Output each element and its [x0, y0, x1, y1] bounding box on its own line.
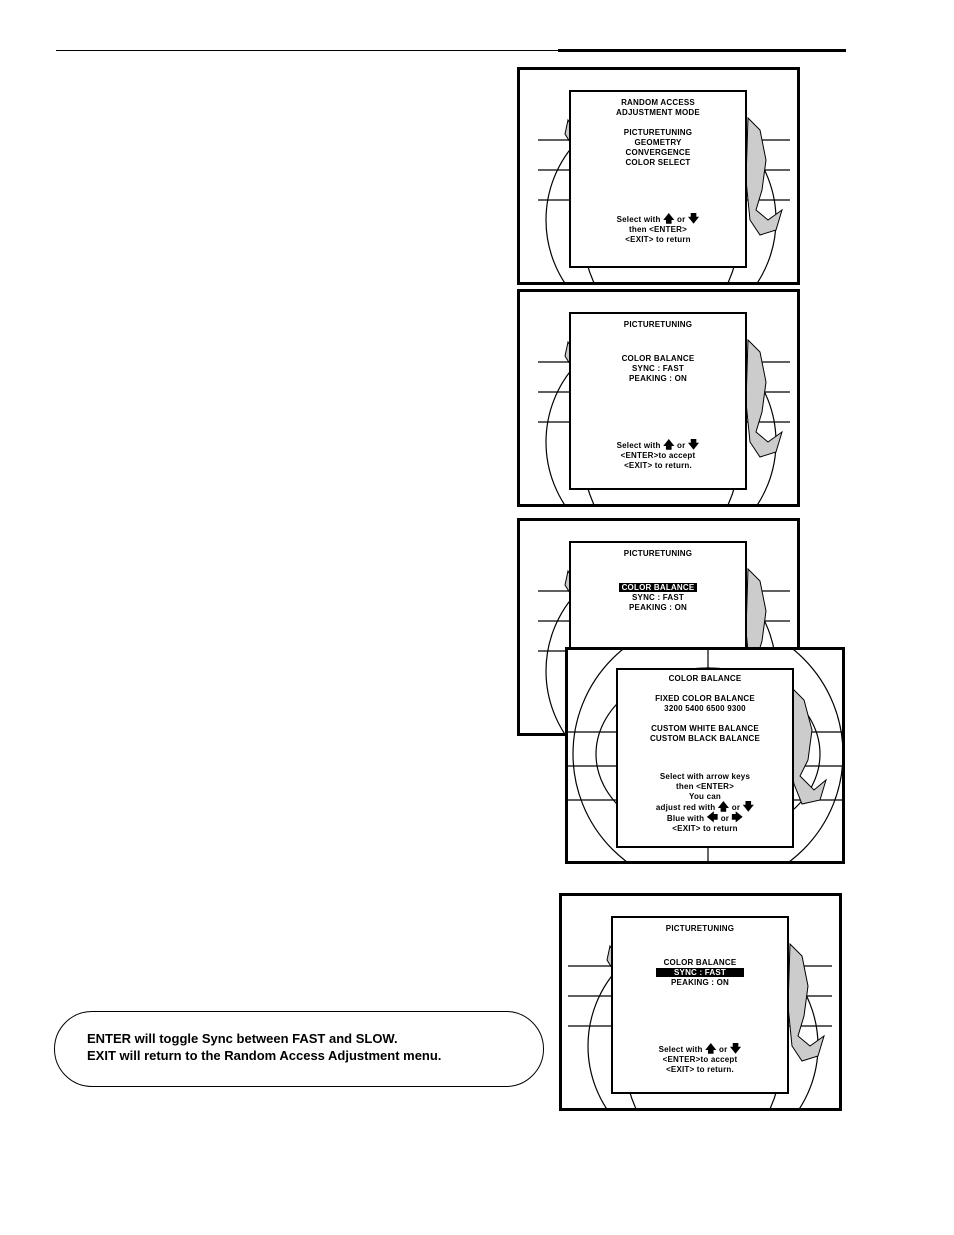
menu-item-sync[interactable]: SYNC : FAST — [613, 968, 787, 978]
menu-panel: COLOR BALANCE FIXED COLOR BALANCE 3200 5… — [616, 668, 794, 848]
arrow-right-icon: 🡆 — [731, 812, 744, 824]
menu-item-picturetuning[interactable]: PICTURETUNING — [623, 128, 693, 137]
menu-title: COLOR BALANCE — [668, 674, 742, 683]
menu-title: RANDOM ACCESS — [621, 98, 695, 107]
arrow-up-icon: 🡅 — [717, 801, 730, 813]
menu-hint: <EXIT> to return — [625, 235, 691, 244]
menu-panel: PICTURETUNING COLOR BALANCE SYNC : FAST … — [611, 916, 789, 1094]
menu-hint: Select with 🡅 or 🡇 — [616, 439, 700, 451]
menu-item-sync[interactable]: SYNC : FAST — [632, 364, 684, 373]
menu-item-fixed-color-balance[interactable]: FIXED COLOR BALANCE — [655, 694, 755, 703]
continent-shape — [745, 116, 783, 236]
menu-item-peaking[interactable]: PEAKING : ON — [629, 374, 687, 383]
menu-hint: Select with 🡅 or 🡇 — [616, 213, 700, 225]
menu-title: ADJUSTMENT MODE — [616, 108, 700, 117]
arrow-up-icon: 🡅 — [663, 439, 675, 451]
menu-item-color-select[interactable]: COLOR SELECT — [625, 158, 691, 167]
menu-title: PICTURETUNING — [623, 549, 693, 558]
screen-random-access: RANDOM ACCESS ADJUSTMENT MODE PICTURETUN… — [517, 67, 800, 285]
menu-item-color-balance[interactable]: COLOR BALANCE — [663, 958, 737, 967]
menu-item-custom-white-balance[interactable]: CUSTOM WHITE BALANCE — [651, 724, 759, 733]
screen-picturetuning-sync: PICTURETUNING COLOR BALANCE SYNC : FAST … — [559, 893, 842, 1111]
menu-hint: <EXIT> to return — [672, 824, 738, 833]
arrow-down-icon: 🡇 — [687, 213, 700, 225]
screen-picturetuning: PICTURETUNING COLOR BALANCE SYNC : FAST … — [517, 289, 800, 507]
menu-item-color-balance[interactable]: COLOR BALANCE — [621, 354, 695, 363]
menu-hint: then <ENTER> — [676, 782, 734, 791]
menu-item-color-balance[interactable]: COLOR BALANCE — [571, 583, 745, 593]
arrow-up-icon: 🡅 — [663, 213, 675, 225]
screen-color-balance: COLOR BALANCE FIXED COLOR BALANCE 3200 5… — [565, 647, 845, 864]
menu-hint: <ENTER>to accept — [620, 451, 696, 460]
header-rule-right — [558, 49, 846, 52]
header-rule-left — [56, 50, 558, 51]
menu-hint: <ENTER>to accept — [662, 1055, 738, 1064]
menu-title: PICTURETUNING — [665, 924, 735, 933]
menu-item-peaking[interactable]: PEAKING : ON — [671, 978, 729, 987]
arrow-down-icon: 🡇 — [687, 439, 700, 451]
menu-item-peaking[interactable]: PEAKING : ON — [629, 603, 687, 612]
arrow-down-icon: 🡇 — [729, 1043, 742, 1055]
menu-hint: You can — [689, 792, 721, 801]
callout-line: ENTER will toggle Sync between FAST and … — [87, 1031, 398, 1046]
menu-title: PICTURETUNING — [623, 320, 693, 329]
menu-hint: adjust red with 🡅 or 🡇 — [655, 801, 755, 813]
menu-item-convergence[interactable]: CONVERGENCE — [625, 148, 691, 157]
continent-shape — [745, 338, 783, 458]
menu-item-color-temperatures[interactable]: 3200 5400 6500 9300 — [664, 704, 746, 713]
menu-item-custom-black-balance[interactable]: CUSTOM BLACK BALANCE — [649, 734, 761, 743]
arrow-left-icon: 🡄 — [706, 812, 719, 824]
menu-hint: Blue with 🡄 or 🡆 — [666, 812, 744, 824]
arrow-down-icon: 🡇 — [742, 801, 755, 813]
instruction-callout: ENTER will toggle Sync between FAST and … — [54, 1011, 544, 1087]
menu-hint: Select with 🡅 or 🡇 — [658, 1043, 742, 1055]
menu-hint: <EXIT> to return. — [624, 461, 692, 470]
menu-item-sync[interactable]: SYNC : FAST — [632, 593, 684, 602]
continent-shape — [787, 942, 825, 1062]
menu-item-geometry[interactable]: GEOMETRY — [634, 138, 682, 147]
menu-hint: <EXIT> to return. — [666, 1065, 734, 1074]
menu-panel: PICTURETUNING COLOR BALANCE SYNC : FAST … — [569, 312, 747, 490]
menu-hint: then <ENTER> — [629, 225, 687, 234]
callout-line: EXIT will return to the Random Access Ad… — [87, 1048, 442, 1063]
menu-hint: Select with arrow keys — [659, 772, 751, 781]
arrow-up-icon: 🡅 — [705, 1043, 717, 1055]
menu-panel: RANDOM ACCESS ADJUSTMENT MODE PICTURETUN… — [569, 90, 747, 268]
